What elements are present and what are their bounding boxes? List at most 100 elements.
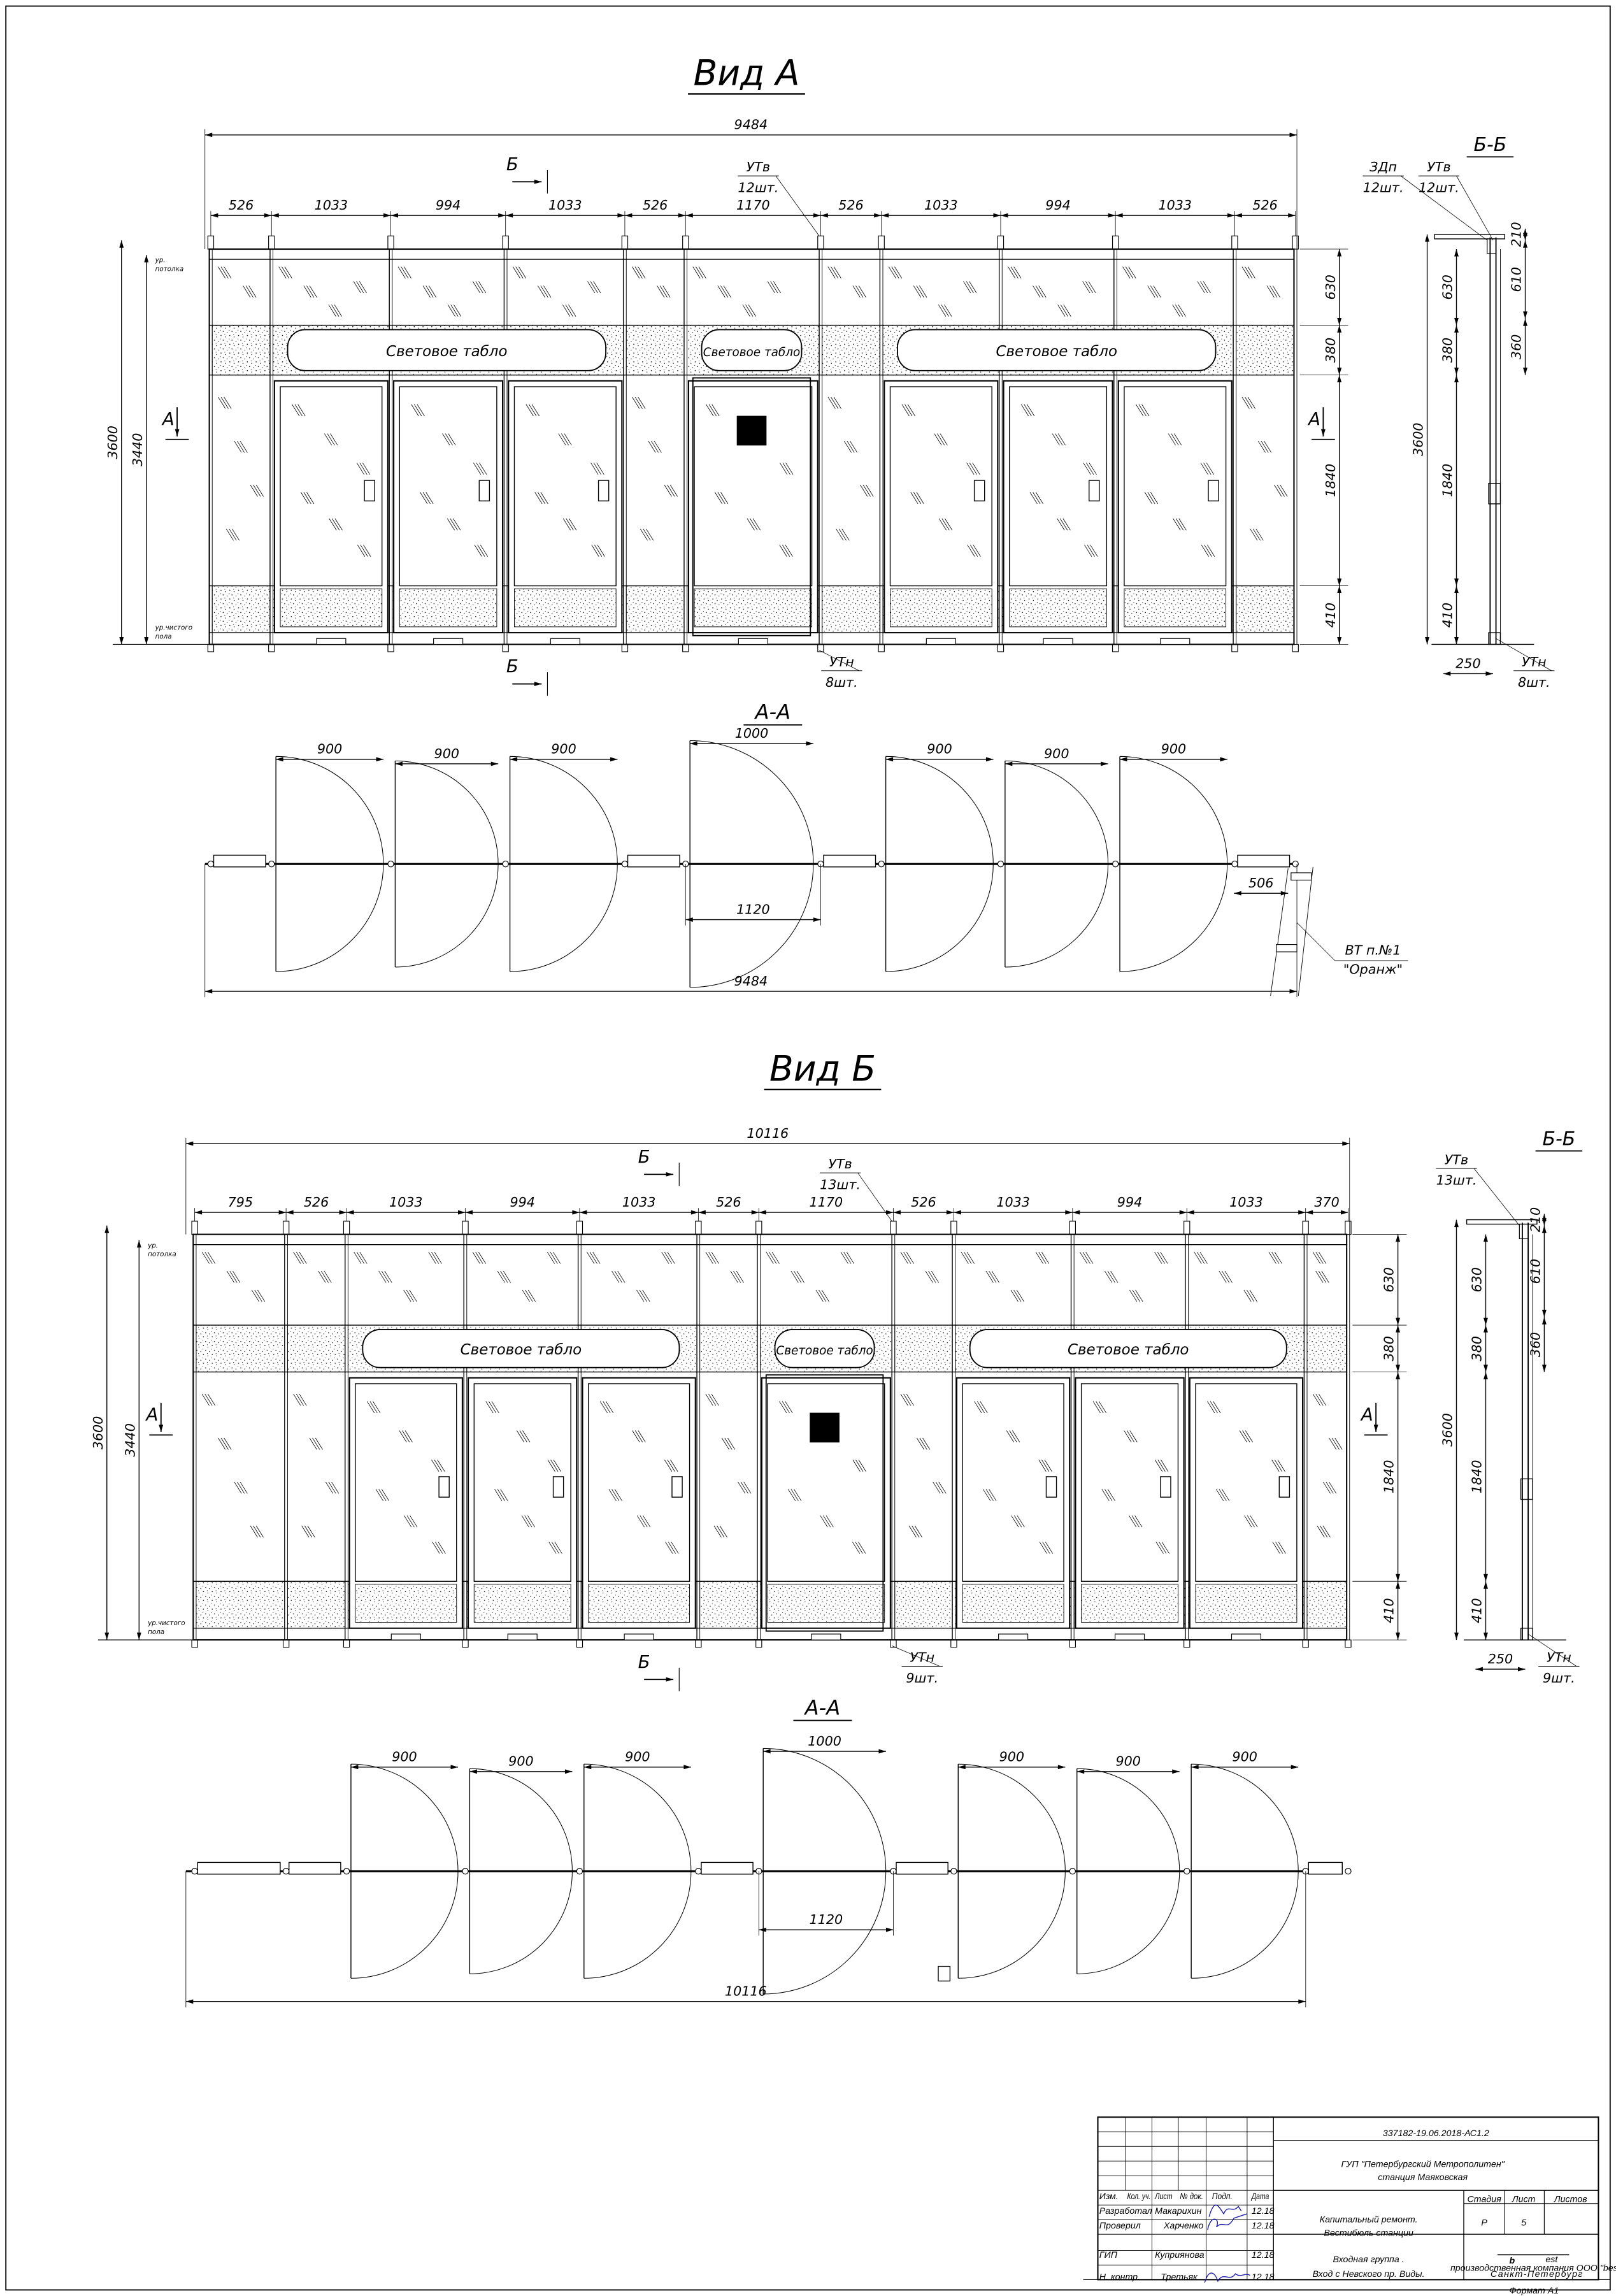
hatch-line xyxy=(838,528,847,541)
dimension-label: 1033 xyxy=(622,1195,656,1210)
glass-hatch-icon xyxy=(1154,1460,1169,1472)
door-handle xyxy=(1208,480,1219,501)
logo-sub: производственная компания ООО "best" xyxy=(1450,2264,1616,2274)
hatch-line xyxy=(1203,281,1211,294)
glass-hatch-icon xyxy=(494,1489,508,1502)
hatch-line xyxy=(593,463,602,475)
top-anchor xyxy=(207,235,215,250)
hatch-line xyxy=(639,1289,647,1302)
hatch-line xyxy=(592,1251,601,1264)
name-norm: Третьяк xyxy=(1161,2272,1198,2282)
segment-dimension: 1170 xyxy=(685,197,821,218)
hatch-line xyxy=(1247,266,1255,279)
dimension-label: 900 xyxy=(1116,1754,1141,1769)
segment-dimension: 994 xyxy=(1000,197,1116,218)
top-anchor xyxy=(1069,1221,1076,1235)
hatch-line xyxy=(935,1481,943,1494)
hatch-line xyxy=(218,1437,226,1450)
bottom-anchor xyxy=(997,643,1005,652)
sheet-label: Лист xyxy=(1512,2195,1536,2205)
hatch-line xyxy=(442,433,450,446)
plan-mullion xyxy=(1112,861,1119,868)
hatch-line xyxy=(324,1270,332,1283)
hatch-line xyxy=(296,1393,304,1406)
hatch-line xyxy=(1085,281,1094,294)
hatch-line xyxy=(500,1270,508,1283)
hatch-line xyxy=(632,1430,640,1443)
hatch-line xyxy=(969,545,978,557)
hatch-line xyxy=(378,1270,387,1283)
hatch-line xyxy=(255,1525,264,1538)
door-width-dimension: 900 xyxy=(885,742,994,762)
callout-qty: 13шт. xyxy=(820,1177,861,1192)
top-anchor xyxy=(191,1221,198,1235)
bottom-anchor xyxy=(343,1639,350,1648)
plan-mullion xyxy=(576,1868,583,1875)
hatch-line xyxy=(540,285,548,298)
hatch-line xyxy=(1317,1525,1325,1538)
hatch-line xyxy=(1318,1270,1327,1283)
door-closer xyxy=(550,638,580,645)
vt-note-line2: "Оранж" xyxy=(1343,962,1403,977)
stone-band xyxy=(894,1324,953,1373)
door-handle xyxy=(1045,1476,1057,1498)
light-sign-label: Световое табло xyxy=(1068,1342,1189,1358)
hatch-line xyxy=(966,281,974,294)
hatch-line xyxy=(1012,1430,1020,1443)
segment-dimension: 994 xyxy=(1072,1195,1187,1215)
hatch-line xyxy=(717,1525,725,1538)
hatch-line xyxy=(779,545,787,557)
hatch-line xyxy=(417,404,425,417)
plan-fixed-panel xyxy=(197,1862,281,1875)
top-anchor xyxy=(1302,1221,1309,1235)
dimension-label: 610 xyxy=(1528,1259,1543,1284)
hatch-line xyxy=(500,1489,508,1502)
wheelchair-glyph: ♿ xyxy=(815,1417,834,1442)
hatch-line xyxy=(300,492,309,505)
hatch-line xyxy=(1135,1289,1143,1302)
glass-hatch-icon xyxy=(1322,1481,1337,1494)
floor-level-label: ур.чистого xyxy=(155,624,193,632)
hatch-line xyxy=(234,1481,242,1494)
bottom-anchor xyxy=(387,643,394,652)
hatch-line xyxy=(438,1541,446,1554)
side-right-dimension: 360 xyxy=(1509,319,1527,375)
hatch-line xyxy=(1010,1289,1019,1302)
vt-fixing xyxy=(1276,944,1298,952)
hatch-line xyxy=(1268,1251,1276,1264)
glass-hatch-icon xyxy=(1079,1251,1094,1264)
door-closer xyxy=(1231,1633,1262,1640)
hatch-line xyxy=(985,1270,994,1283)
hatch-line xyxy=(236,440,245,453)
hatch-line xyxy=(706,404,714,417)
hatch-line xyxy=(963,281,971,294)
side-right-dimension: 210 xyxy=(1509,222,1527,247)
dimension-label: 900 xyxy=(508,1754,533,1769)
hatch-line xyxy=(1201,545,1209,557)
hatch-line xyxy=(708,1251,717,1264)
door-kickplate xyxy=(399,588,497,628)
glass-hatch-icon xyxy=(472,281,487,294)
hatch-line xyxy=(248,285,257,298)
glass-hatch-icon xyxy=(721,1437,736,1450)
glass-hatch-icon xyxy=(1194,1251,1208,1264)
hatch-line xyxy=(843,1251,852,1264)
glass-hatch-icon xyxy=(366,1401,381,1414)
segment-dimension: 526 xyxy=(624,197,686,218)
dimension-label: 900 xyxy=(551,742,576,757)
hatch-line xyxy=(852,1460,861,1472)
ceiling-level-label: ур. xyxy=(155,257,166,264)
glass-hatch-icon xyxy=(329,518,343,531)
hatch-line xyxy=(420,492,428,505)
glass-hatch-icon xyxy=(474,545,488,557)
glass-hatch-icon xyxy=(787,1489,802,1502)
hatch-line xyxy=(240,440,248,453)
hatch-line xyxy=(1178,305,1186,317)
hatch-line xyxy=(540,492,548,505)
bottom-anchor xyxy=(890,1639,897,1648)
door-glass xyxy=(513,386,617,587)
hatch-line xyxy=(360,545,368,557)
hatch-line xyxy=(1255,528,1264,541)
hatch-line xyxy=(1277,1460,1285,1472)
hatch-line xyxy=(944,305,952,317)
